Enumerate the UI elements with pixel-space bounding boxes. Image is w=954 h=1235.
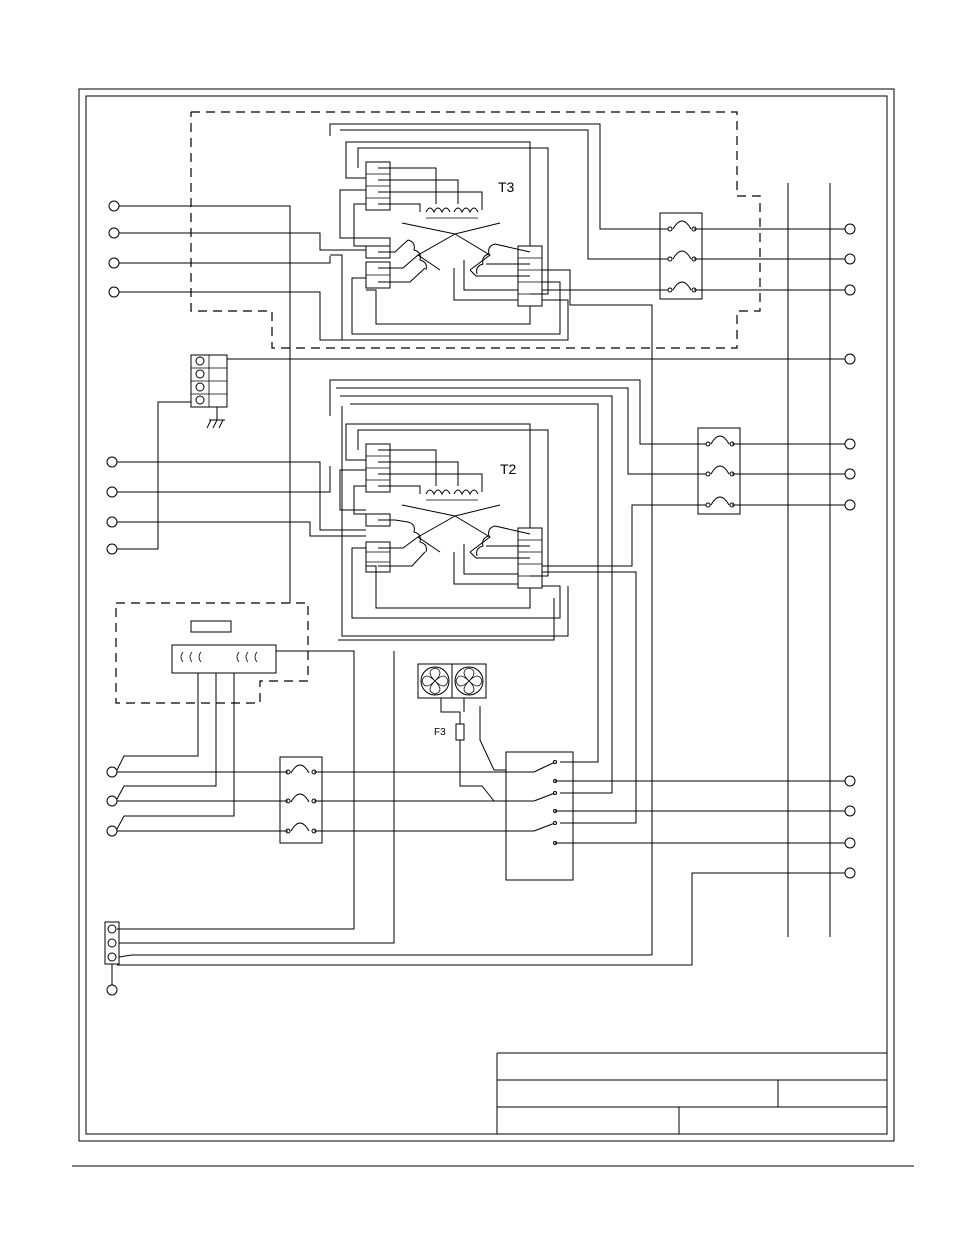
coil-t3-top — [426, 208, 478, 212]
transformer-t3: T3 — [330, 124, 670, 955]
terminal-point — [845, 806, 855, 816]
terminal-point — [845, 469, 855, 479]
fan-icon — [452, 664, 486, 698]
terminal-point — [107, 517, 117, 527]
terminal-point — [845, 285, 855, 295]
breaker-lower — [117, 757, 534, 843]
terminal-point — [845, 439, 855, 449]
transformer-t2: T2 — [330, 380, 708, 823]
terminal-point — [107, 457, 117, 467]
terminal-point — [107, 826, 117, 836]
terminal-point — [107, 985, 117, 995]
terminal-point — [109, 287, 119, 297]
terminal-strip-t3-primary — [366, 162, 390, 288]
terminal-point — [107, 796, 117, 806]
enclosure-upper-dashed — [191, 112, 760, 348]
label-t3: T3 — [498, 179, 515, 195]
drawing-frame — [79, 89, 894, 1141]
terminal-point — [845, 354, 855, 364]
terminal-point — [107, 767, 117, 777]
coil-t2-top — [426, 490, 478, 494]
terminal-point — [845, 838, 855, 848]
label-t2: T2 — [500, 461, 517, 477]
title-block — [497, 1053, 887, 1134]
bottom-terminal-block — [105, 651, 652, 985]
left-input-wires — [117, 206, 366, 603]
enclosure-control-dashed — [116, 603, 308, 703]
control-module — [117, 603, 354, 929]
breaker-upper — [660, 213, 846, 299]
fan-wiring: F3 — [434, 698, 494, 801]
terminal-point — [107, 544, 117, 554]
ground-terminal-block — [117, 355, 846, 549]
right-terminals — [845, 224, 855, 878]
terminal-point — [845, 500, 855, 510]
terminal-point — [845, 868, 855, 878]
terminal-strip-t2-primary — [366, 444, 390, 572]
terminal-point — [109, 228, 119, 238]
contactor — [117, 752, 846, 965]
terminal-point — [845, 254, 855, 264]
terminal-point — [845, 776, 855, 786]
bus-lines — [788, 183, 830, 937]
fan-icon — [418, 664, 452, 698]
breaker-middle — [698, 428, 846, 514]
left-terminals — [107, 201, 119, 995]
terminal-point — [845, 224, 855, 234]
terminal-point — [109, 258, 119, 268]
terminal-point — [107, 487, 117, 497]
label-f3: F3 — [434, 727, 446, 738]
terminal-point — [109, 201, 119, 211]
